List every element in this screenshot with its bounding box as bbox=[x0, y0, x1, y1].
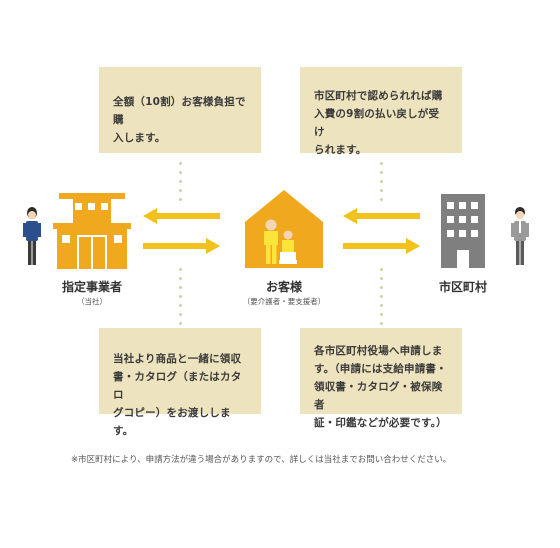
note-purchase-full-payment: 全額（10割）お客様負担で購 入します。 bbox=[99, 67, 261, 153]
note-refund-90-percent: 市区町村で認められれば購 入費の9割の払い戻しが受け られます。 bbox=[300, 67, 462, 156]
arrow-left-to-provider-icon bbox=[143, 208, 220, 224]
note-application-documents: 各市区町村役場へ申請しま す。（申請には支給申請書・ 領収書・カタログ・被保険者… bbox=[300, 328, 462, 429]
customer-sublabel: （要介護者・要支援者） bbox=[242, 297, 326, 306]
connector-top-left bbox=[178, 162, 182, 207]
arrow-right-to-municipality-icon bbox=[343, 238, 420, 254]
connector-bottom-left bbox=[178, 268, 182, 331]
footnote: ※市区町村により、申請方法が違う場合がありますので、詳しくは当社までお問い合わせ… bbox=[71, 455, 452, 465]
provider-sublabel: （当社） bbox=[77, 297, 107, 306]
official-person-icon bbox=[510, 207, 530, 269]
connector-top-right bbox=[379, 162, 383, 207]
customer-label: お客様 bbox=[265, 280, 302, 294]
municipality-label: 市区町村 bbox=[438, 280, 487, 294]
arrow-right-to-customer-icon bbox=[143, 238, 220, 254]
provider-label: 指定事業者 bbox=[61, 280, 122, 294]
provider-store-icon bbox=[53, 193, 131, 269]
arrow-left-to-customer-icon bbox=[343, 208, 420, 224]
municipal-office-icon bbox=[441, 194, 485, 268]
connector-bottom-right bbox=[379, 268, 383, 331]
note-receipt-catalog: 当社より商品と一緒に領収 書・カタログ（またはカタロ グコピー）をお渡しします。 bbox=[99, 328, 261, 437]
customer-house-icon bbox=[245, 190, 323, 268]
staff-person-icon bbox=[22, 207, 42, 269]
